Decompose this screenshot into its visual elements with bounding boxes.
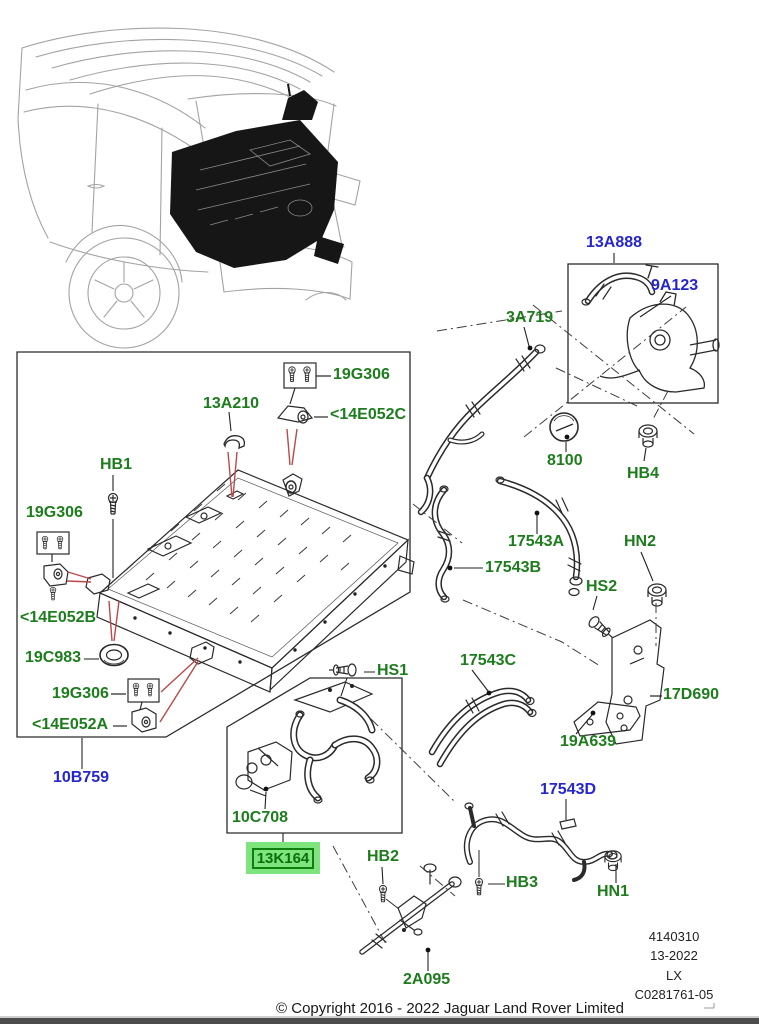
battery-group-box [16, 351, 411, 738]
part-label-10C708[interactable]: 10C708 [232, 809, 289, 826]
reference-dash-lines [332, 304, 695, 945]
part-label-19G306-left[interactable]: 19G306 [26, 504, 83, 521]
part-label-13K164[interactable]: 13K164 [251, 847, 315, 869]
bolt-box-19G306-top [283, 362, 331, 405]
vehicle-battery-overlay [170, 83, 344, 268]
hose-13A888 [581, 264, 659, 306]
hose-17543B [431, 485, 453, 603]
battery-pack-drawing [85, 469, 415, 693]
valve-group-box [226, 677, 403, 834]
pipe-2A095 [359, 863, 462, 955]
part-label-2A095[interactable]: 2A095 [403, 971, 451, 988]
part-label-HS2[interactable]: HS2 [586, 578, 618, 595]
part-label-19A639[interactable]: 19A639 [560, 733, 617, 750]
bracket-19A639 [573, 701, 641, 737]
part-label-19G306-bottom[interactable]: 19G306 [52, 685, 109, 702]
leader-dots [263, 345, 596, 953]
bolt-icon-hb2 [378, 884, 400, 910]
footer-market-code: LX [666, 968, 682, 983]
footer-drawing-number: C0281761-05 [634, 987, 714, 1002]
bracket-14E052C [276, 405, 328, 424]
bolt-icon-hb3 [474, 850, 505, 896]
nut-icon-hb4 [638, 424, 658, 448]
part-label-HB1[interactable]: HB1 [100, 456, 133, 473]
hose-17543D [463, 802, 618, 882]
part-label-13A210[interactable]: 13A210 [203, 395, 260, 412]
bottom-bar [0, 1018, 759, 1024]
copyright-text: © Copyright 2016 - 2022 Jaguar Land Rove… [276, 1000, 624, 1017]
grommet-19C983 [84, 643, 129, 667]
part-label-10B759[interactable]: 10B759 [53, 769, 110, 786]
valve-manifold-13K164 [290, 681, 381, 804]
nut-icon-hn2 [647, 583, 667, 607]
pump-10C708 [235, 741, 293, 797]
part-label-17543D[interactable]: 17543D [540, 781, 597, 798]
footer-issue-date: 13-2022 [650, 948, 698, 963]
screw-icon-hs1 [329, 663, 357, 677]
part-label-3A719[interactable]: 3A719 [506, 309, 554, 326]
selected-part-highlight[interactable]: 13K164 [246, 842, 320, 874]
part-label-HN1[interactable]: HN1 [597, 883, 630, 900]
part-label-13A888[interactable]: 13A888 [586, 234, 643, 251]
bolt-box-19G306-left [36, 531, 70, 562]
clip-13A210 [223, 435, 246, 450]
part-label-HN2[interactable]: HN2 [624, 533, 657, 550]
part-label-14E052A[interactable]: <14E052A [32, 716, 109, 733]
part-label-HS1[interactable]: HS1 [377, 662, 409, 679]
hose-17543C [428, 687, 537, 768]
part-label-9A123[interactable]: 9A123 [651, 277, 699, 294]
red-leader-lines [66, 428, 298, 723]
part-label-14E052B[interactable]: <14E052B [20, 609, 97, 626]
hose-3A719 [417, 344, 546, 516]
bracket-14E052A [113, 707, 157, 733]
leader-lines [81, 253, 672, 971]
bracket-14E052B [43, 563, 69, 601]
reservoir-9A123 [599, 291, 720, 393]
part-label-17543A[interactable]: 17543A [508, 533, 565, 550]
part-label-17543C[interactable]: 17543C [460, 652, 517, 669]
part-label-HB2[interactable]: HB2 [367, 848, 400, 865]
part-label-19G306-top[interactable]: 19G306 [333, 366, 390, 383]
part-label-HB4[interactable]: HB4 [627, 465, 660, 482]
grommet-8100 [549, 412, 579, 442]
bracket-17D690 [605, 619, 665, 745]
corner-mark [704, 1003, 715, 1009]
hose-17543A [495, 476, 583, 597]
bolt-box-19G306-bottom [111, 678, 160, 711]
part-label-14E052C[interactable]: <14E052C [330, 406, 407, 423]
screw-icon-hs2 [588, 616, 613, 638]
part-label-19C983[interactable]: 19C983 [25, 649, 82, 666]
bolt-icon-hb1 [107, 492, 119, 515]
part-label-17D690[interactable]: 17D690 [663, 686, 720, 703]
footer-catalog-number: 4140310 [648, 929, 700, 944]
part-label-HB3[interactable]: HB3 [506, 874, 539, 891]
bottom-divider [0, 1016, 759, 1018]
part-label-8100[interactable]: 8100 [547, 452, 583, 469]
part-label-17543B[interactable]: 17543B [485, 559, 542, 576]
